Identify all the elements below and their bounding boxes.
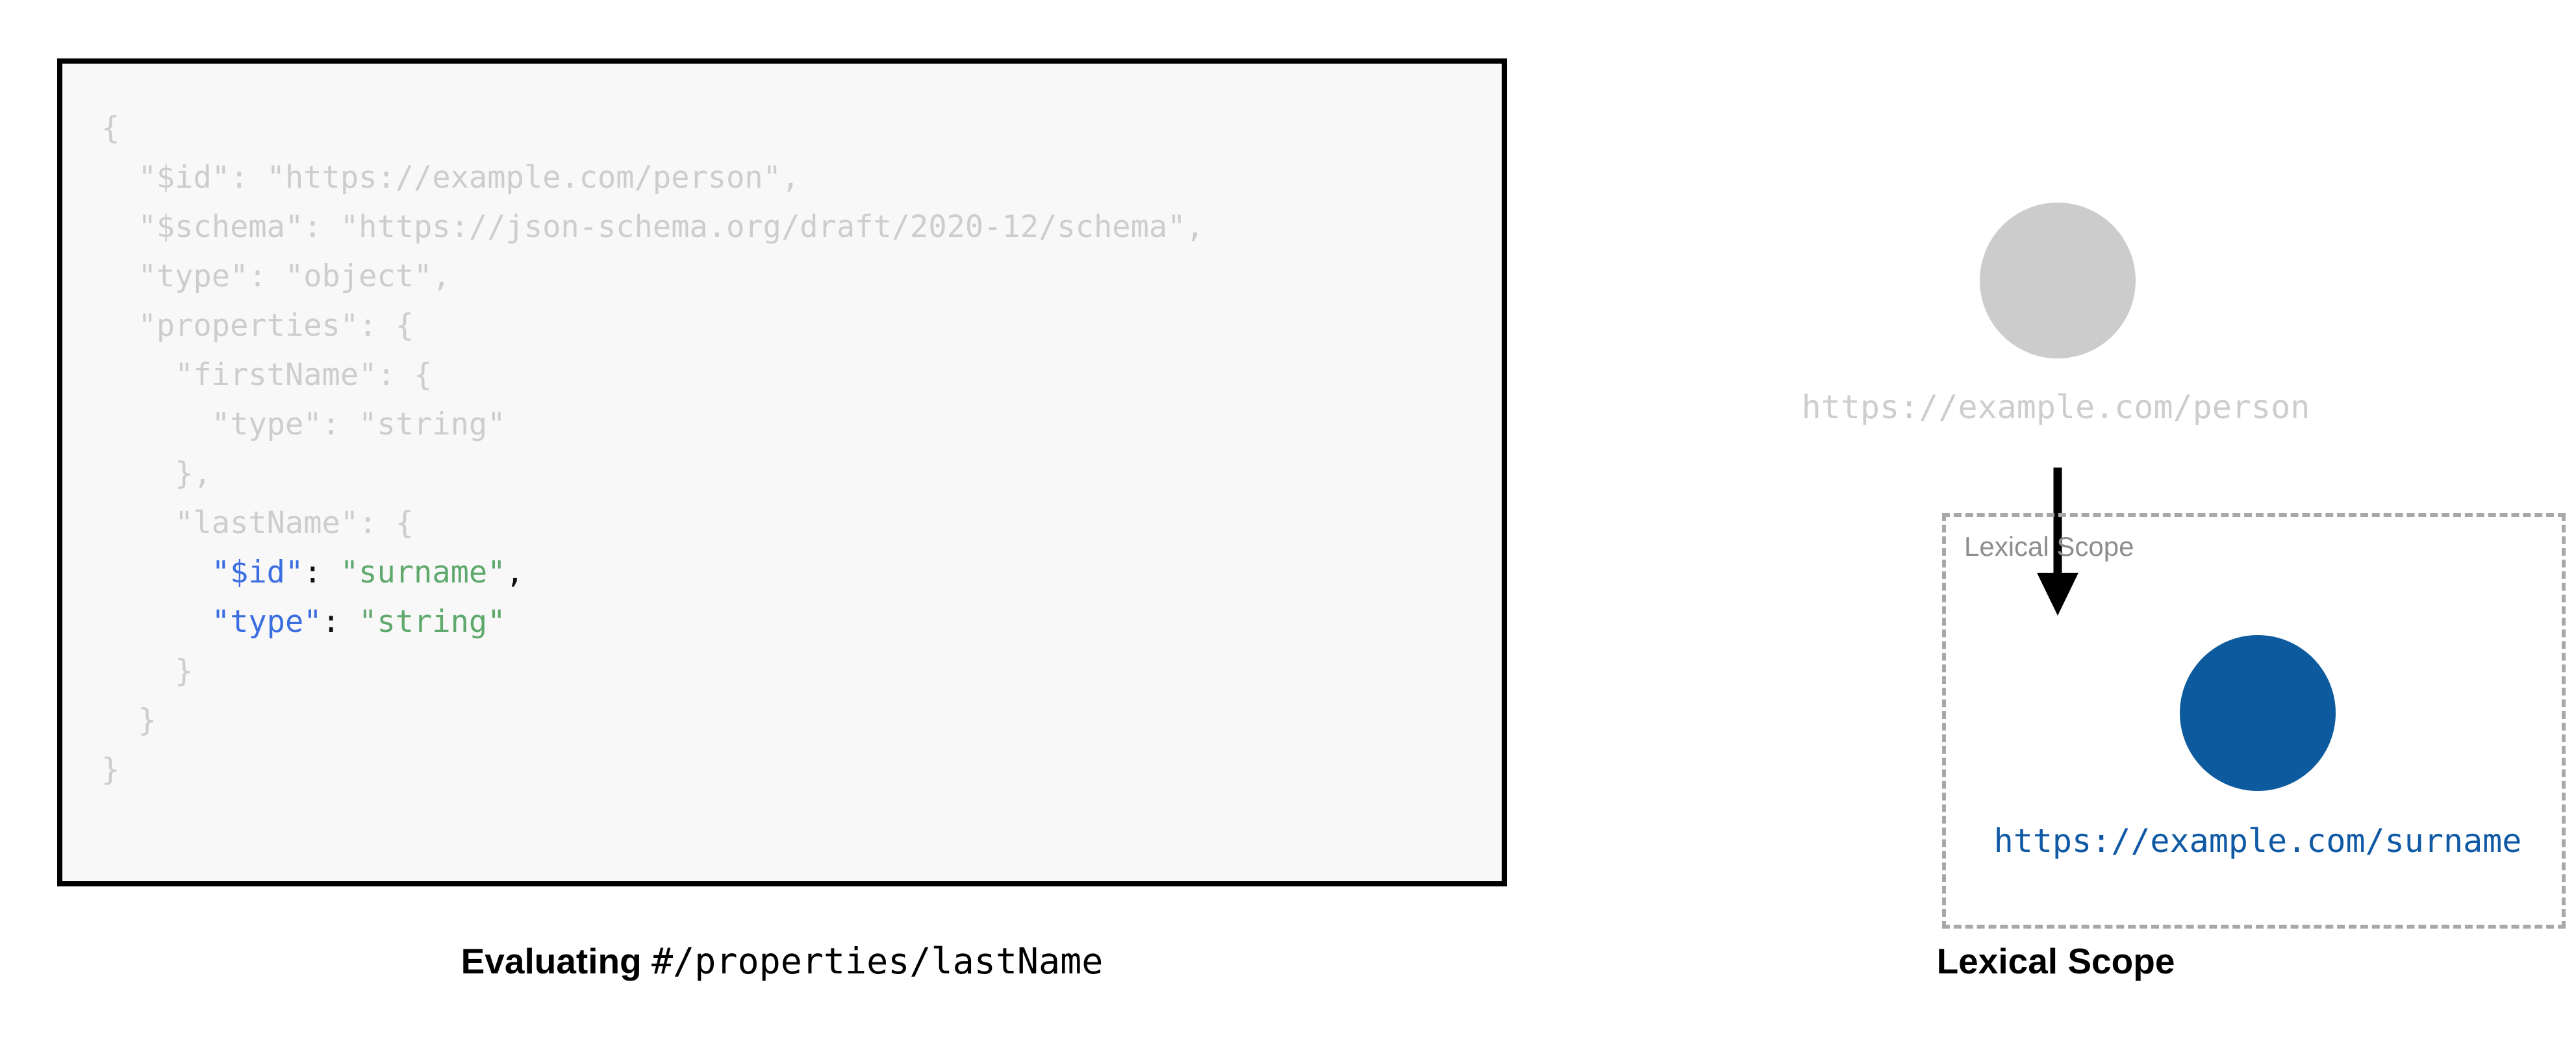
code-indent	[101, 308, 138, 344]
code-indent	[101, 604, 212, 640]
code-token: :	[303, 555, 340, 590]
code-indent	[101, 258, 138, 294]
code-token: "string"	[359, 604, 506, 640]
code-token: }	[138, 703, 157, 738]
code-indent	[101, 160, 138, 195]
code-token: "firstName": {	[175, 357, 433, 393]
code-line: "$id": "https://example.com/person",	[101, 153, 1204, 203]
right-caption: Lexical Scope	[1936, 941, 2175, 981]
code-indent	[101, 555, 212, 590]
code-token: "$schema": "https://json-schema.org/draf…	[138, 209, 1204, 245]
left-caption-pointer: #/properties/lastName	[651, 940, 1104, 982]
code-token: "$id": "https://example.com/person",	[138, 160, 800, 195]
code-token: },	[175, 456, 212, 492]
code-line: "$schema": "https://json-schema.org/draf…	[101, 203, 1204, 252]
code-token: "type"	[211, 604, 322, 640]
scope-arrow-icon	[2037, 468, 2078, 616]
code-token: ,	[505, 555, 524, 590]
code-token: "type": "object",	[138, 258, 451, 294]
code-token: "$id"	[211, 555, 304, 590]
lexical-scope-diagram: https://example.com/person Lexical Scope…	[1591, 58, 2566, 929]
json-schema-code-panel: { "$id": "https://example.com/person", "…	[57, 58, 1507, 886]
root-schema-node-circle	[1980, 203, 2136, 358]
surname-schema-node-label: https://example.com/surname	[1993, 822, 2522, 860]
code-block: { "$id": "https://example.com/person", "…	[101, 104, 1204, 795]
code-token: "properties": {	[138, 308, 414, 344]
code-line: },	[101, 449, 1204, 499]
code-line: }	[101, 745, 1204, 795]
root-schema-node-label: https://example.com/person	[1801, 388, 2310, 426]
code-token: }	[101, 752, 120, 788]
code-line: "properties": {	[101, 301, 1204, 351]
left-caption-strong: Evaluating	[461, 941, 642, 981]
code-token: {	[101, 110, 120, 146]
lexical-scope-box: Lexical Scope https://example.com/surnam…	[1942, 513, 2566, 929]
surname-schema-node-circle	[2180, 635, 2336, 791]
code-token: }	[175, 653, 194, 689]
code-indent	[101, 703, 138, 738]
code-line: "type": "object",	[101, 252, 1204, 301]
code-line: "type": "string"	[101, 597, 1204, 647]
code-indent	[101, 407, 212, 442]
code-token: :	[322, 604, 359, 640]
code-indent	[101, 209, 138, 245]
code-token: "lastName": {	[175, 505, 414, 541]
code-line: "type": "string"	[101, 400, 1204, 449]
code-line: }	[101, 696, 1204, 745]
code-line: "lastName": {	[101, 499, 1204, 548]
lexical-scope-box-label: Lexical Scope	[1964, 531, 2134, 562]
code-indent	[101, 456, 175, 492]
code-line: }	[101, 647, 1204, 696]
code-token: "type": "string"	[211, 407, 506, 442]
code-indent	[101, 357, 175, 393]
code-line: "firstName": {	[101, 351, 1204, 400]
code-indent	[101, 653, 175, 689]
left-caption: Evaluating #/properties/lastName	[57, 940, 1507, 982]
code-line: {	[101, 104, 1204, 153]
code-token: "surname"	[340, 555, 506, 590]
code-indent	[101, 505, 175, 541]
code-line: "$id": "surname",	[101, 548, 1204, 597]
